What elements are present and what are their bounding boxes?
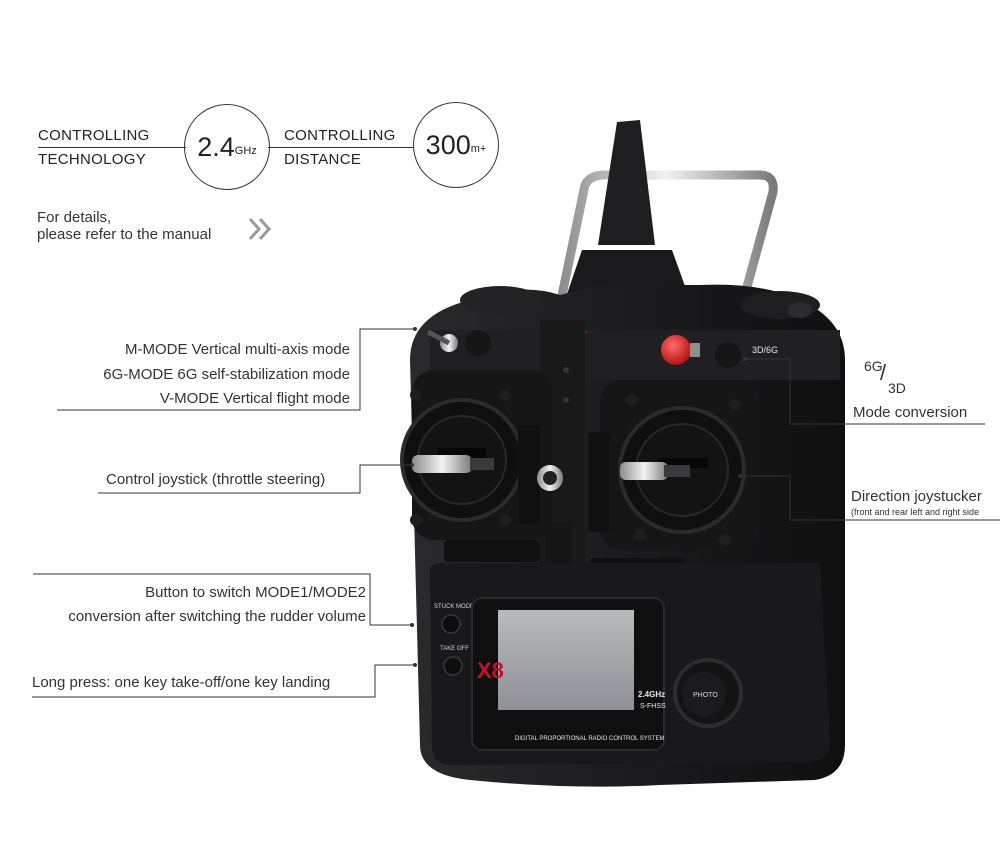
mode-callout: M-MODE Vertical multi-axis mode 6G-MODE …	[103, 338, 350, 412]
distance-divider	[268, 147, 414, 148]
tech-label: CONTROLLING TECHNOLOGY	[38, 127, 150, 168]
v-mode-text: V-MODE Vertical flight mode	[159, 390, 350, 407]
slash-glyph: /	[880, 360, 887, 385]
system-text: DIGITAL PROPORTIONAL RADIO CONTROL SYSTE…	[515, 736, 664, 742]
mode-conv-3d: 3D	[888, 380, 906, 396]
take-off-label: TAKE OFF	[440, 646, 469, 652]
long-press-callout: Long press: one key take-off/one key lan…	[32, 674, 331, 691]
tech-value: 2.4	[197, 131, 235, 162]
distance-label: CONTROLLING DISTANCE	[284, 127, 396, 168]
frequency-text: 2.4GHz	[638, 690, 665, 699]
red-button	[661, 335, 691, 365]
switch-label-3d6g: 3D/6G	[752, 345, 778, 355]
manual-note: For details, please refer to the manual	[37, 209, 212, 243]
direction-sub: (front and rear left and right side	[851, 507, 980, 517]
g6-mode-text: 6G-MODE 6G self-stabilization mode	[103, 365, 350, 383]
carry-handle	[555, 170, 778, 310]
stuck-mode-label: STUCK MODE	[434, 604, 474, 610]
mode-conv-label: Mode conversion	[853, 404, 968, 421]
direction-title: Direction joystucker	[851, 488, 982, 505]
switch-callout: Button to switch MODE1/MODE2 conversion …	[68, 584, 366, 625]
direction-callout: Direction joystucker (front and rear lef…	[851, 488, 1000, 517]
tech-divider	[38, 147, 186, 148]
antenna	[598, 120, 655, 245]
m-mode-text: M-MODE Vertical multi-axis mode	[124, 341, 350, 358]
lcd-screen	[498, 610, 634, 710]
tech-unit: GHz	[234, 145, 257, 157]
distance-unit: m+	[470, 143, 487, 155]
photo-label: PHOTO	[693, 692, 718, 699]
fhss-text: S-FHSS	[640, 703, 666, 710]
mode-conv-6g: 6G	[864, 358, 883, 374]
mode-conversion-callout: 6G / 3D Mode conversion	[850, 358, 990, 424]
joystick-callout: Control joystick (throttle steering)	[106, 471, 326, 488]
take-off-button	[443, 656, 463, 676]
stuck-mode-button	[441, 614, 461, 634]
distance-value: 300	[425, 129, 471, 160]
model-name: X8	[477, 658, 504, 683]
